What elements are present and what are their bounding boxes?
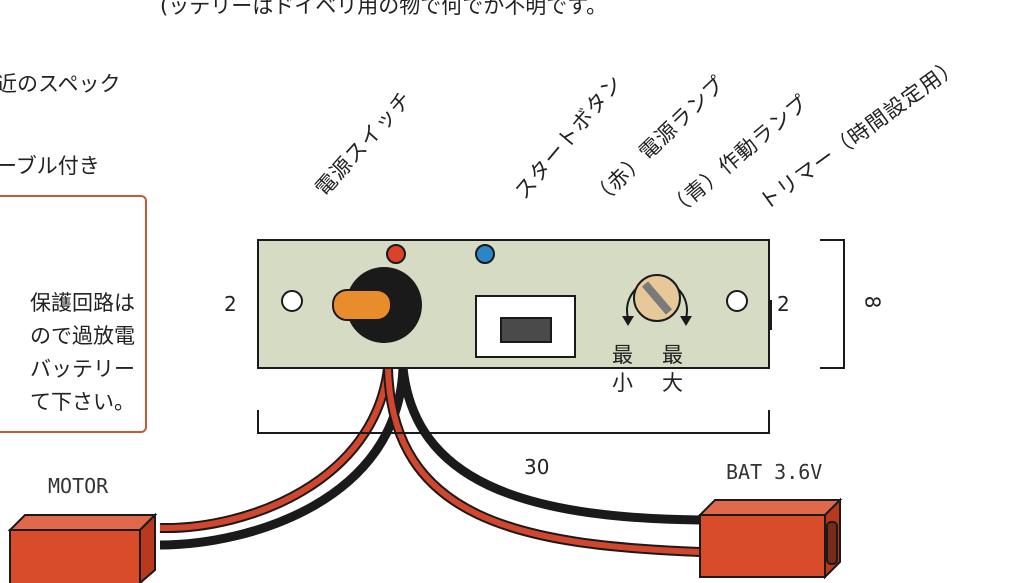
motor-label: MOTOR [48,474,109,498]
note-line-3: バッテリー [30,357,135,381]
battery-label: BAT 3.6V [726,460,823,484]
trimmer-min-top: 最 [612,343,633,367]
width-dimension [257,410,770,434]
red-power-lamp [386,244,406,264]
mount-hole-left [281,290,303,312]
dim-left: 2 [224,292,237,316]
wire-black-to-motor [159,367,408,550]
battery-connector [697,497,843,580]
start-button [500,317,552,343]
height-dimension [820,239,845,369]
wires [159,367,701,557]
spec-line: 近のスペック [0,72,121,96]
trimmer-slot [641,281,673,315]
trimmer-arrow-left [622,316,634,326]
trimmer-max-bottom: 大 [662,371,683,395]
dim-width: 30 [524,455,550,479]
note-line-2: ので過放電 [30,324,135,348]
trimmer-arrow-right [680,316,692,326]
blue-work-lamp [475,244,495,264]
power-switch-toggle [332,289,392,321]
trimmer-max-top: 最 [662,343,683,367]
note-line-1: 保護回路は [30,291,135,315]
mount-hole-right [726,290,748,312]
warning-note-box: 保護回路は ので過放電 バッテリー て下さい。 [0,195,147,433]
dim-right: 2 [777,292,790,316]
cable-line: ーブル付き [0,154,100,178]
note-line-4: て下さい。 [30,390,135,414]
top-note: (ッテリーはドイベリ用の物で何でか不明です。 [160,0,608,18]
trimmer-min-bottom: 小 [612,371,633,395]
wire-black-to-battery [398,367,701,525]
motor-connector [7,512,158,583]
dim-height: 8 [860,295,885,309]
